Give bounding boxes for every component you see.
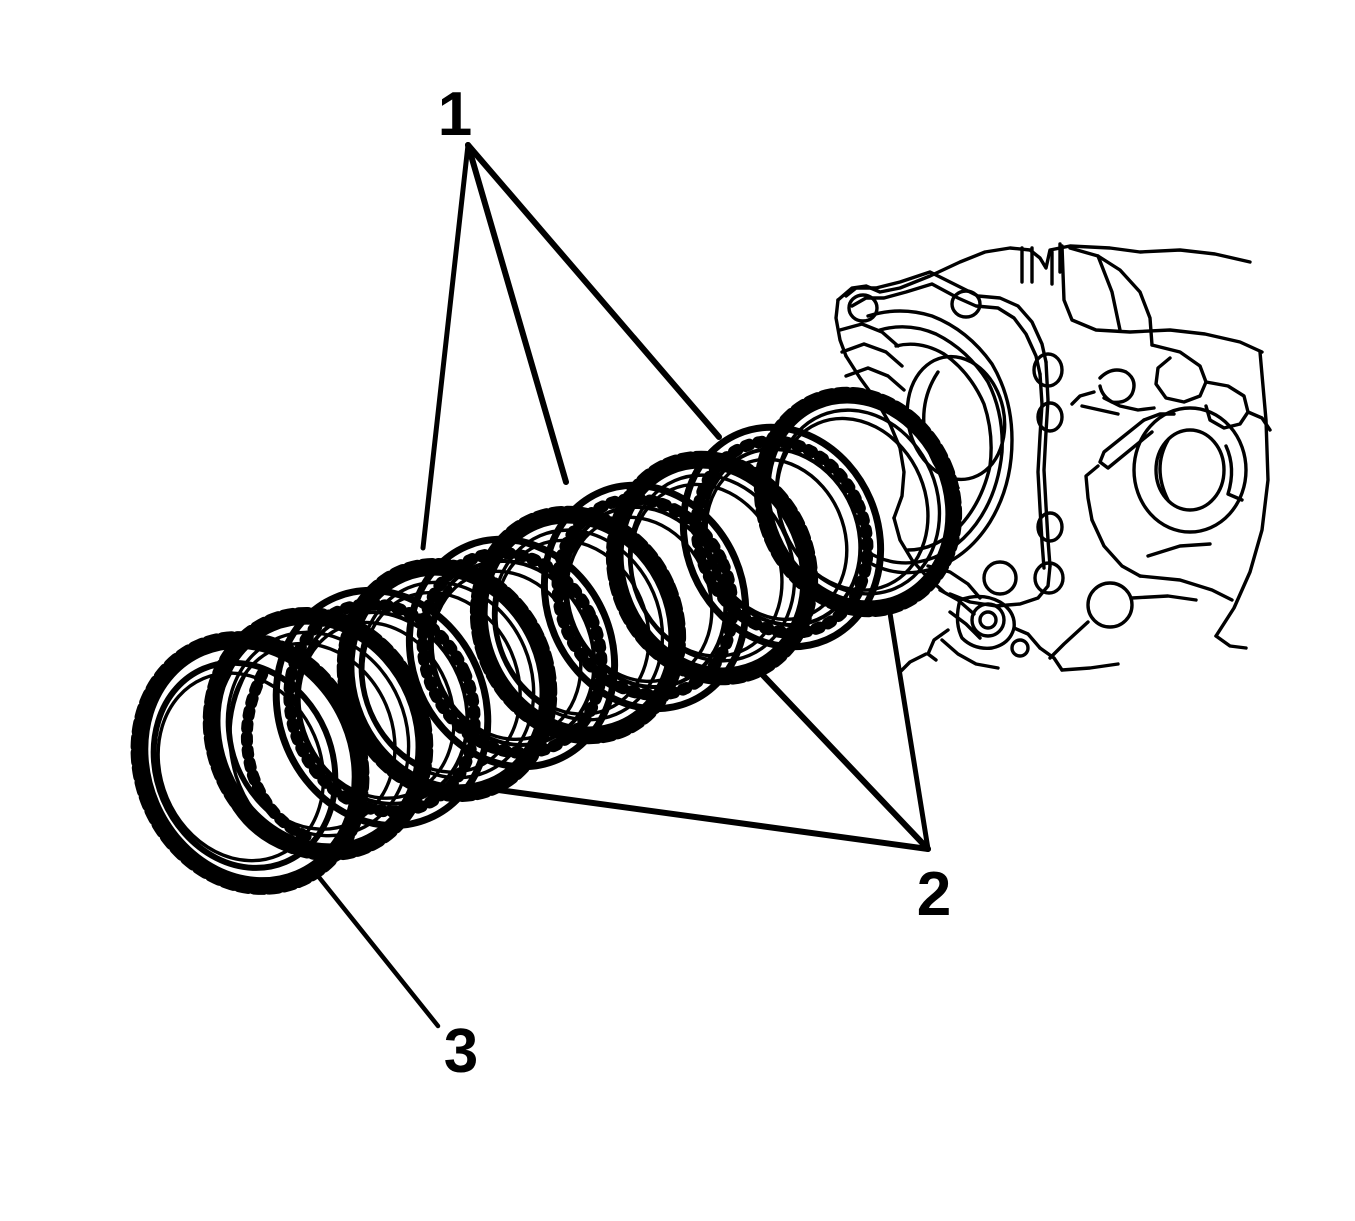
plate-friction-7 (605, 450, 819, 686)
clutch-plate-stack (130, 386, 963, 895)
plate-friction-5 (469, 505, 687, 745)
callout-label-3: 3 (444, 1017, 478, 1086)
callout-2-leaders (481, 604, 931, 852)
callout-label-1: 1 (438, 80, 472, 149)
plate-friction-9 (753, 386, 963, 618)
plate-backing-0 (130, 631, 370, 895)
transmission-case (834, 242, 1272, 674)
plate-steel-8 (679, 423, 885, 651)
callout-1-leaders (420, 142, 722, 551)
callout-3-leaders (311, 868, 441, 1029)
callout-label-2: 2 (917, 860, 951, 929)
